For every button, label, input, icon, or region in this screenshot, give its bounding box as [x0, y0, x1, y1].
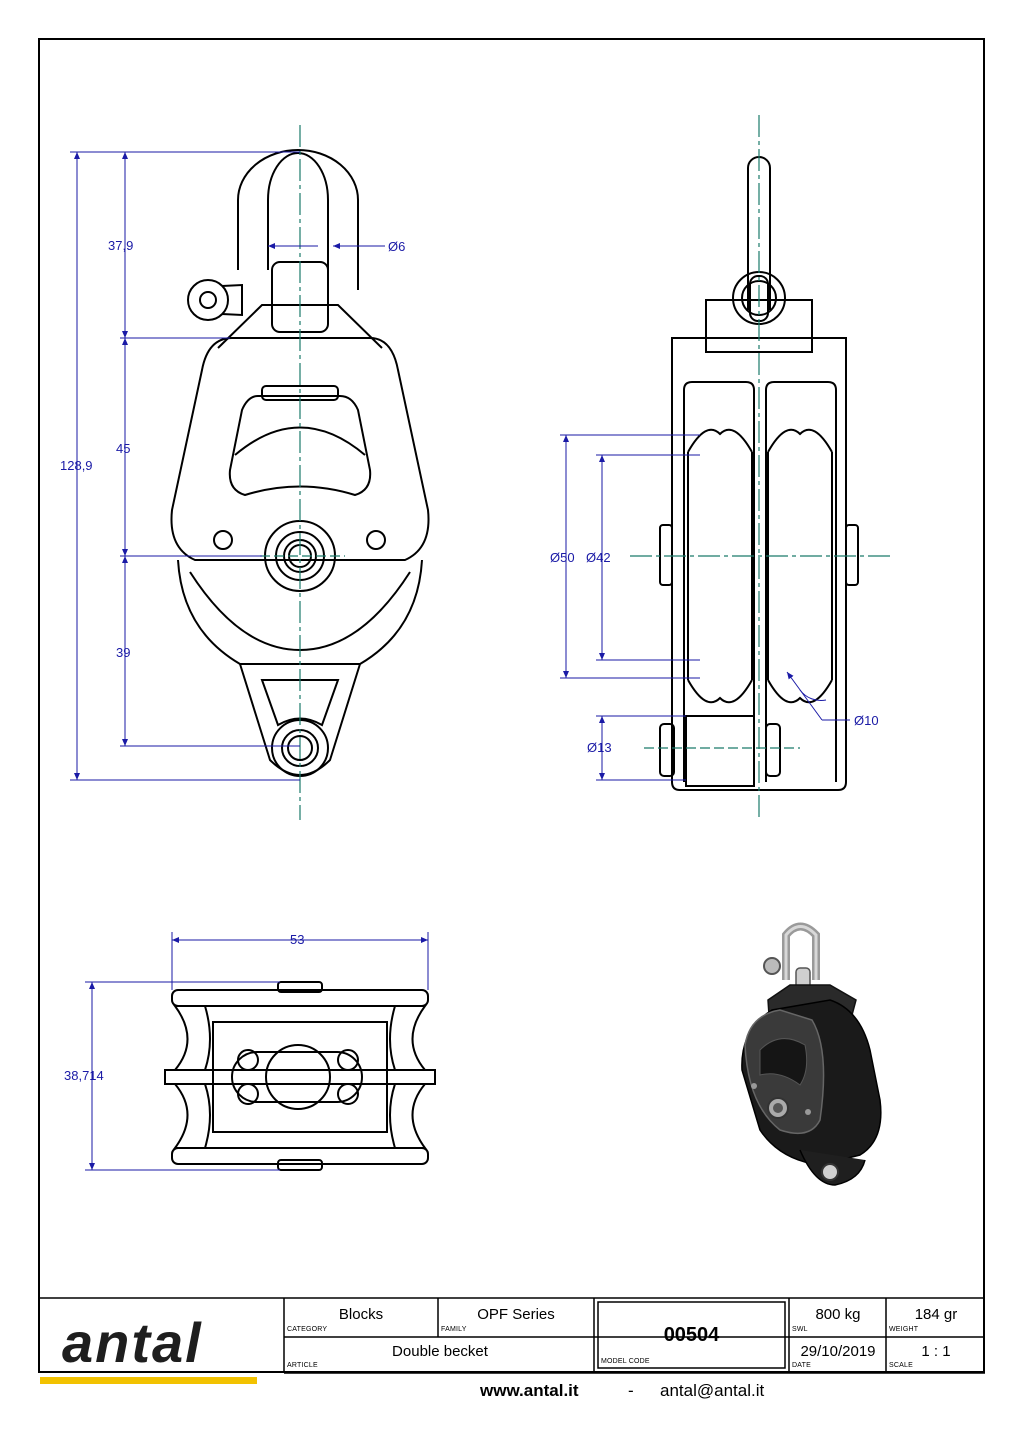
dim-body-upper: 45 [116, 441, 130, 456]
category-label: CATEGORY [287, 1326, 328, 1333]
swl-value: 800 kg [815, 1306, 861, 1323]
model-code-value: 00504 [663, 1324, 720, 1346]
dim-body-lower: 39 [116, 645, 130, 660]
front-centerlines [260, 125, 345, 820]
model-code-label: MODEL CODE [601, 1358, 650, 1365]
front-view [170, 149, 430, 777]
family-value: OPF Series [477, 1306, 555, 1323]
antal-logo: antal [62, 1311, 203, 1374]
title-block-grid [38, 1297, 985, 1374]
dim-width: 53 [290, 932, 304, 947]
article-label: ARTICLE [287, 1362, 318, 1369]
dim-sheave-outer: Ø50 [550, 550, 575, 565]
side-centerlines [630, 115, 892, 820]
footer-separator: - [628, 1381, 634, 1400]
drawing-frame [38, 38, 985, 1373]
category-value: Blocks [338, 1306, 384, 1323]
dim-depth: 38,714 [64, 1068, 104, 1083]
dim-shackle-height: 37,9 [108, 238, 133, 253]
article-value: Double becket [392, 1343, 488, 1360]
logo-accent-bar [40, 1377, 257, 1384]
top-view [164, 981, 436, 1171]
dim-rope-dia: Ø10 [854, 713, 879, 728]
weight-label: WEIGHT [889, 1326, 919, 1333]
date-value: 29/10/2019 [800, 1343, 876, 1360]
website-link[interactable]: www.antal.it [480, 1381, 579, 1400]
dim-becket-dia: Ø13 [587, 740, 612, 755]
block-3d-render [741, 922, 882, 1186]
dim-overall-height: 128,9 [60, 458, 93, 473]
side-dimensions [560, 434, 850, 781]
dim-sheave-inner: Ø42 [586, 550, 611, 565]
front-dimensions [70, 151, 385, 781]
top-dimensions [85, 932, 429, 1171]
weight-value: 184 gr [914, 1306, 958, 1323]
scale-value: 1 : 1 [921, 1343, 951, 1360]
swl-label: SWL [792, 1326, 808, 1333]
date-label: DATE [792, 1362, 811, 1369]
email-link[interactable]: antal@antal.it [660, 1381, 765, 1400]
scale-label: SCALE [889, 1362, 913, 1369]
dim-pin-dia: Ø6 [388, 239, 405, 254]
family-label: FAMILY [441, 1326, 467, 1333]
